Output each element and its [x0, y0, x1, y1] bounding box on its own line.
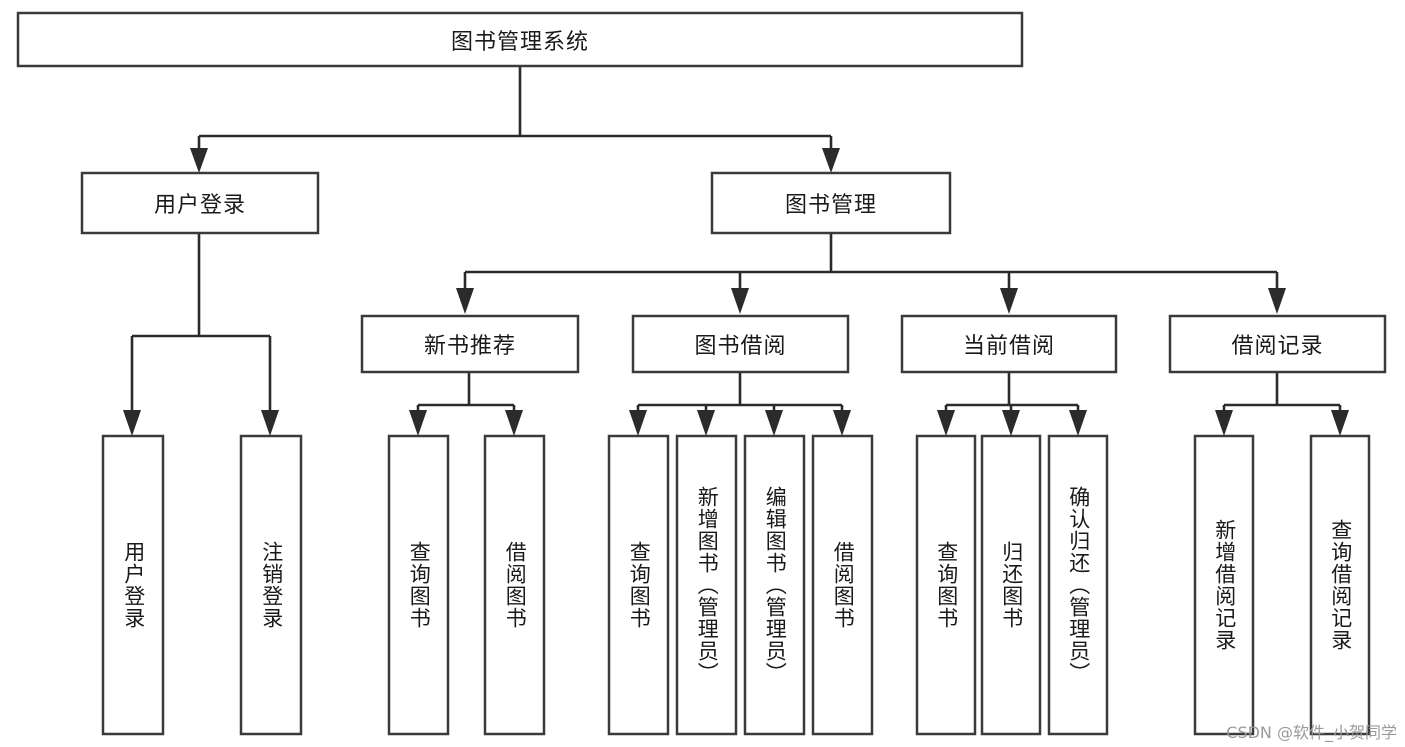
connector-layer [123, 66, 1349, 436]
node-box-leaf-user-login[interactable] [101, 434, 165, 736]
node-box-leaf-borrow-book-2[interactable] [811, 434, 874, 736]
arrow-head-leaf-logout [261, 410, 279, 436]
edge-borrow-record-to-leaves [1222, 372, 1342, 418]
arrow-head-leaf-query-book-2 [629, 410, 647, 436]
arrow-head-leaf-borrow-book-2 [833, 410, 851, 436]
node-box-leaf-add-book[interactable] [675, 434, 738, 736]
arrow-head-borrow-record [1268, 288, 1286, 314]
arrow-head-leaf-user-login [123, 410, 141, 436]
node-box-leaf-return-book[interactable] [980, 434, 1042, 736]
edge-book-borrow-to-leaves [636, 372, 844, 418]
arrow-head-leaf-borrow-book-1 [505, 410, 523, 436]
node-box-leaf-query-book-3[interactable] [915, 434, 977, 736]
node-box-leaf-edit-book[interactable] [743, 434, 806, 736]
arrow-head-leaf-add-record [1215, 410, 1233, 436]
arrow-head-leaf-query-book-3 [937, 410, 955, 436]
arrow-head-leaf-query-book-1 [409, 410, 427, 436]
node-box-new-book-rec[interactable] [360, 314, 580, 374]
edge-new-book-rec-to-leaves [416, 372, 516, 418]
node-box-borrow-record[interactable] [1168, 314, 1387, 374]
arrow-head-leaf-add-book [697, 410, 715, 436]
node-box-user-login[interactable] [80, 171, 320, 235]
node-box-book-manage[interactable] [710, 171, 952, 235]
arrow-head-book-manage [822, 148, 840, 173]
node-box-leaf-query-book-1[interactable] [387, 434, 450, 736]
node-box-layer [16, 11, 1387, 736]
arrow-head-current-borrow [1000, 288, 1018, 314]
node-box-current-borrow[interactable] [900, 314, 1118, 374]
node-box-root[interactable] [16, 11, 1024, 68]
arrow-head-user-login [190, 148, 208, 173]
node-box-leaf-borrow-book-1[interactable] [483, 434, 546, 736]
arrow-head-leaf-confirm-return [1069, 410, 1087, 436]
arrow-head-leaf-return-book [1002, 410, 1020, 436]
node-box-leaf-add-record[interactable] [1193, 434, 1255, 736]
arrow-head-book-borrow [731, 288, 749, 314]
edge-user-login-to-leaves [130, 233, 272, 422]
arrow-head-leaf-query-record [1331, 410, 1349, 436]
arrow-head-new-book-rec [456, 288, 474, 314]
arrow-head-leaf-edit-book [765, 410, 783, 436]
node-box-book-borrow[interactable] [631, 314, 850, 374]
node-box-leaf-logout[interactable] [239, 434, 303, 736]
node-box-leaf-confirm-return[interactable] [1047, 434, 1109, 736]
edge-book-manage-to-level2 [463, 233, 1279, 296]
edge-root-to-level1 [197, 66, 833, 160]
node-box-leaf-query-record[interactable] [1309, 434, 1371, 736]
node-box-leaf-query-book-2[interactable] [607, 434, 670, 736]
